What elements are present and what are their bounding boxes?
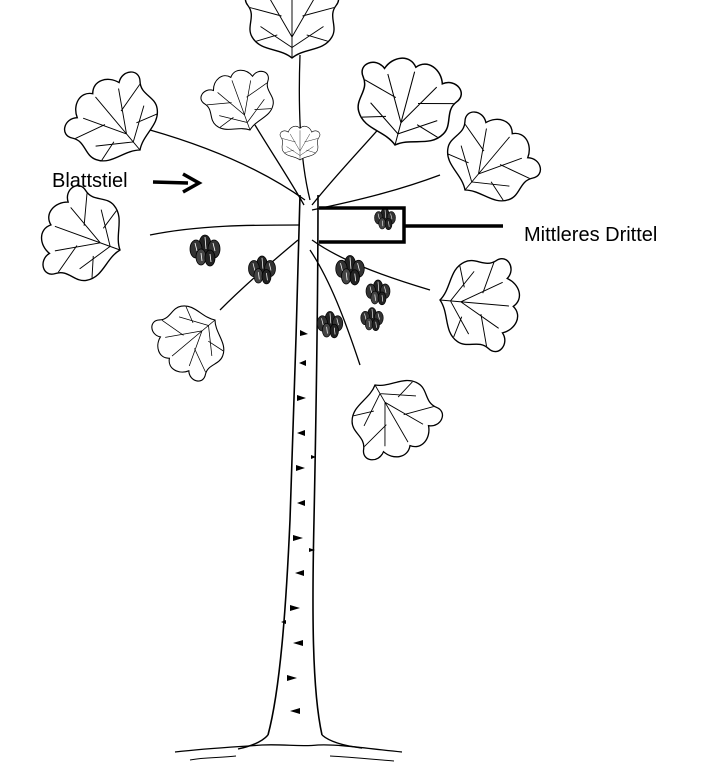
leaves (30, 0, 551, 472)
middle-third-label: Mittleres Drittel (524, 225, 657, 245)
leaf-scars (281, 330, 316, 714)
fruit-clusters (190, 208, 396, 338)
middle-third-bracket (319, 208, 503, 242)
petiole-arrow (153, 174, 199, 192)
petiole-label: Blattstiel (52, 171, 128, 191)
